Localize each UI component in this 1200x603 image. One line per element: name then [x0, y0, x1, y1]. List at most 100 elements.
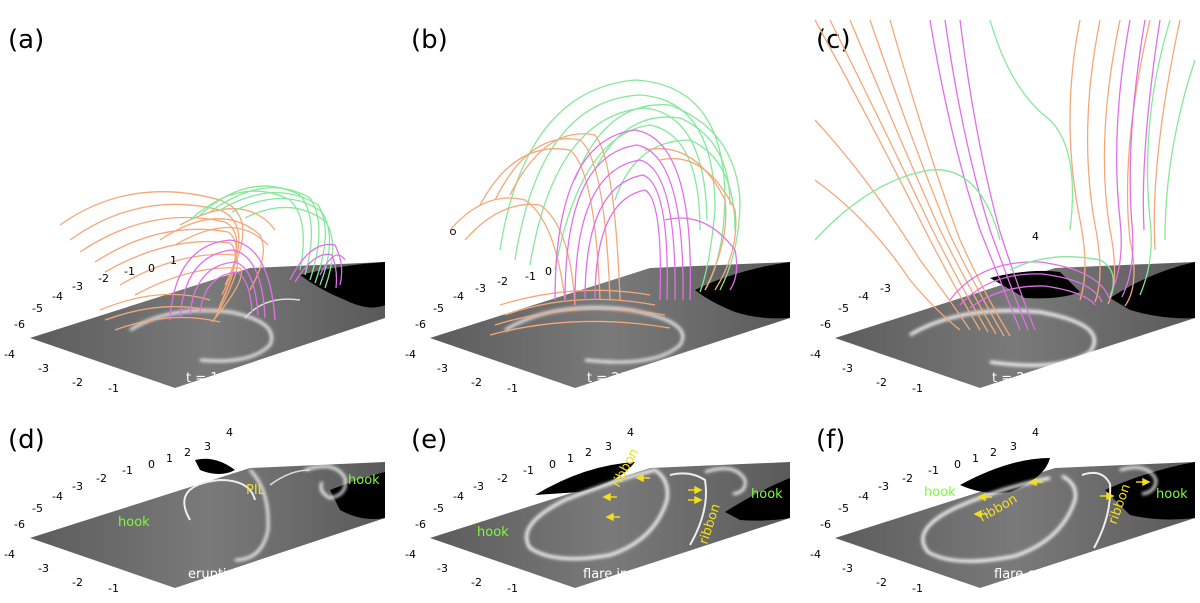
- arrow-icon: [977, 492, 992, 502]
- tick-label: -5: [433, 502, 444, 515]
- tick-label: 4: [627, 426, 634, 439]
- tick-label: -1: [507, 382, 518, 395]
- negative-polarity-region: [990, 270, 1080, 299]
- arrow-icon: [605, 512, 620, 522]
- arrow-icon: [1028, 477, 1043, 487]
- tick-label: 1: [567, 452, 574, 465]
- tick-label: -6: [820, 518, 831, 531]
- tick-label: -5: [838, 502, 849, 515]
- current-ribbon: [504, 306, 685, 364]
- pil-label: PIL: [246, 483, 266, 498]
- current-ribbon: [704, 467, 747, 496]
- tick-label: -4: [810, 548, 821, 561]
- tick-label: -1: [507, 582, 518, 595]
- field-lines-green: [189, 185, 334, 289]
- tick-label: -3: [842, 562, 853, 575]
- tick-label: 0: [148, 458, 155, 471]
- arrow-icon: [688, 495, 703, 505]
- y-axis-ticks: -6 -5 -4 -3 -2 -1 0: [415, 265, 552, 331]
- y-axis-ticks: -6 -5 -4 -3 -2 -1 0 1: [14, 254, 177, 331]
- tick-label: 4: [226, 426, 233, 439]
- tick-label: -1: [912, 382, 923, 395]
- tick-label: -3: [72, 280, 83, 293]
- arrow-icon: [688, 485, 703, 495]
- panel-letter: (e): [411, 425, 447, 455]
- current-ribbon: [234, 469, 270, 562]
- tick-label: -1: [108, 582, 119, 595]
- arrow-icon: [1100, 491, 1115, 501]
- current-ribbon: [183, 478, 256, 521]
- tick-label: -4: [858, 290, 869, 303]
- tick-label: 2: [990, 446, 997, 459]
- panel-d: (d) -6 -5 -4 -3 -2 -1 0 1 2 3 4 -4 -3 -2…: [4, 425, 385, 595]
- panel-letter: (a): [8, 25, 44, 55]
- time-caption: t = 164 tA: [186, 371, 253, 386]
- tick-label: -3: [475, 282, 486, 295]
- tick-label: 1: [170, 254, 177, 267]
- current-ribbon: [669, 472, 707, 546]
- tick-label: -2: [497, 275, 508, 288]
- hook-label: hook: [348, 473, 380, 488]
- tick-label: -4: [4, 348, 15, 361]
- field-lines-orange: [814, 19, 1181, 337]
- panel-e: (e) -6 -5 -4 -3 -2 -1 0 1 2 3 4 -4: [405, 425, 790, 595]
- tick-label: -4: [453, 490, 464, 503]
- arrow-icon: [973, 509, 988, 519]
- tick-label: -6: [820, 318, 831, 331]
- current-ribbon: [1119, 466, 1158, 496]
- tick-label: -2: [902, 472, 913, 485]
- negative-polarity-region: [725, 478, 790, 521]
- x-axis-ticks: -4 -3 -2 -1: [810, 348, 923, 395]
- panel-letter: (d): [8, 425, 45, 455]
- arrow-icon: [1136, 477, 1151, 487]
- panel-f: (f) -6 -5 -4 -3 -2 -1 0 1 2 3 4 -4: [810, 425, 1195, 595]
- tick-label: -5: [32, 302, 43, 315]
- tick-label: -6: [415, 318, 426, 331]
- tick-label: -2: [72, 576, 83, 589]
- tick-label: -1: [523, 464, 534, 477]
- negative-polarity-region: [535, 462, 635, 495]
- time-caption: t = 244 tA: [992, 371, 1059, 386]
- time-caption: t = 204 tA: [587, 371, 654, 386]
- tick-label: -2: [72, 376, 83, 389]
- tick-label: 0: [545, 265, 552, 278]
- field-lines-magenta: [929, 19, 1161, 331]
- tick-label: -3: [72, 480, 83, 493]
- tick-label: -4: [810, 348, 821, 361]
- field-lines-green: [499, 79, 741, 293]
- x-axis-ticks: -4 -3 -2 -1: [4, 348, 119, 395]
- tick-label: 0: [148, 262, 155, 275]
- tick-label: -4: [858, 490, 869, 503]
- tick-label: -1: [525, 270, 536, 283]
- photosphere-plane: [835, 262, 1195, 388]
- tick-label: -3: [437, 562, 448, 575]
- tick-label: 3: [605, 440, 612, 453]
- tick-label: -6: [415, 518, 426, 531]
- tick-label: -2: [98, 272, 109, 285]
- tick-label: -5: [433, 302, 444, 315]
- current-ribbon: [304, 465, 347, 500]
- tick-label: 2: [184, 446, 191, 459]
- negative-polarity-region: [960, 458, 1050, 494]
- tick-label: -1: [122, 464, 133, 477]
- panel-letter: (b): [411, 25, 448, 55]
- hook-label: hook: [924, 485, 956, 500]
- tick-label: 2: [585, 446, 592, 459]
- tick-label: -2: [471, 576, 482, 589]
- panel-letter: (f): [816, 425, 845, 455]
- phase-caption: eruption onset: [188, 567, 283, 582]
- tick-label: -4: [453, 290, 464, 303]
- panel-c: (c): [810, 19, 1196, 395]
- motion-arrows: [602, 473, 703, 522]
- y-axis-ticks: -6 -5 -4 -3 -2 -1 0 1 2 3 4: [820, 426, 1039, 531]
- current-ribbon: [129, 309, 273, 363]
- tick-label: -3: [473, 480, 484, 493]
- hook-label: hook: [1156, 487, 1188, 502]
- field-lines-magenta: [554, 129, 738, 301]
- tick-label: 3: [204, 440, 211, 453]
- current-ribbon: [269, 469, 311, 486]
- arrow-icon: [602, 492, 617, 502]
- arrow-icon: [635, 473, 650, 483]
- tick-label: 0: [954, 458, 961, 471]
- tick-label: -3: [842, 362, 853, 375]
